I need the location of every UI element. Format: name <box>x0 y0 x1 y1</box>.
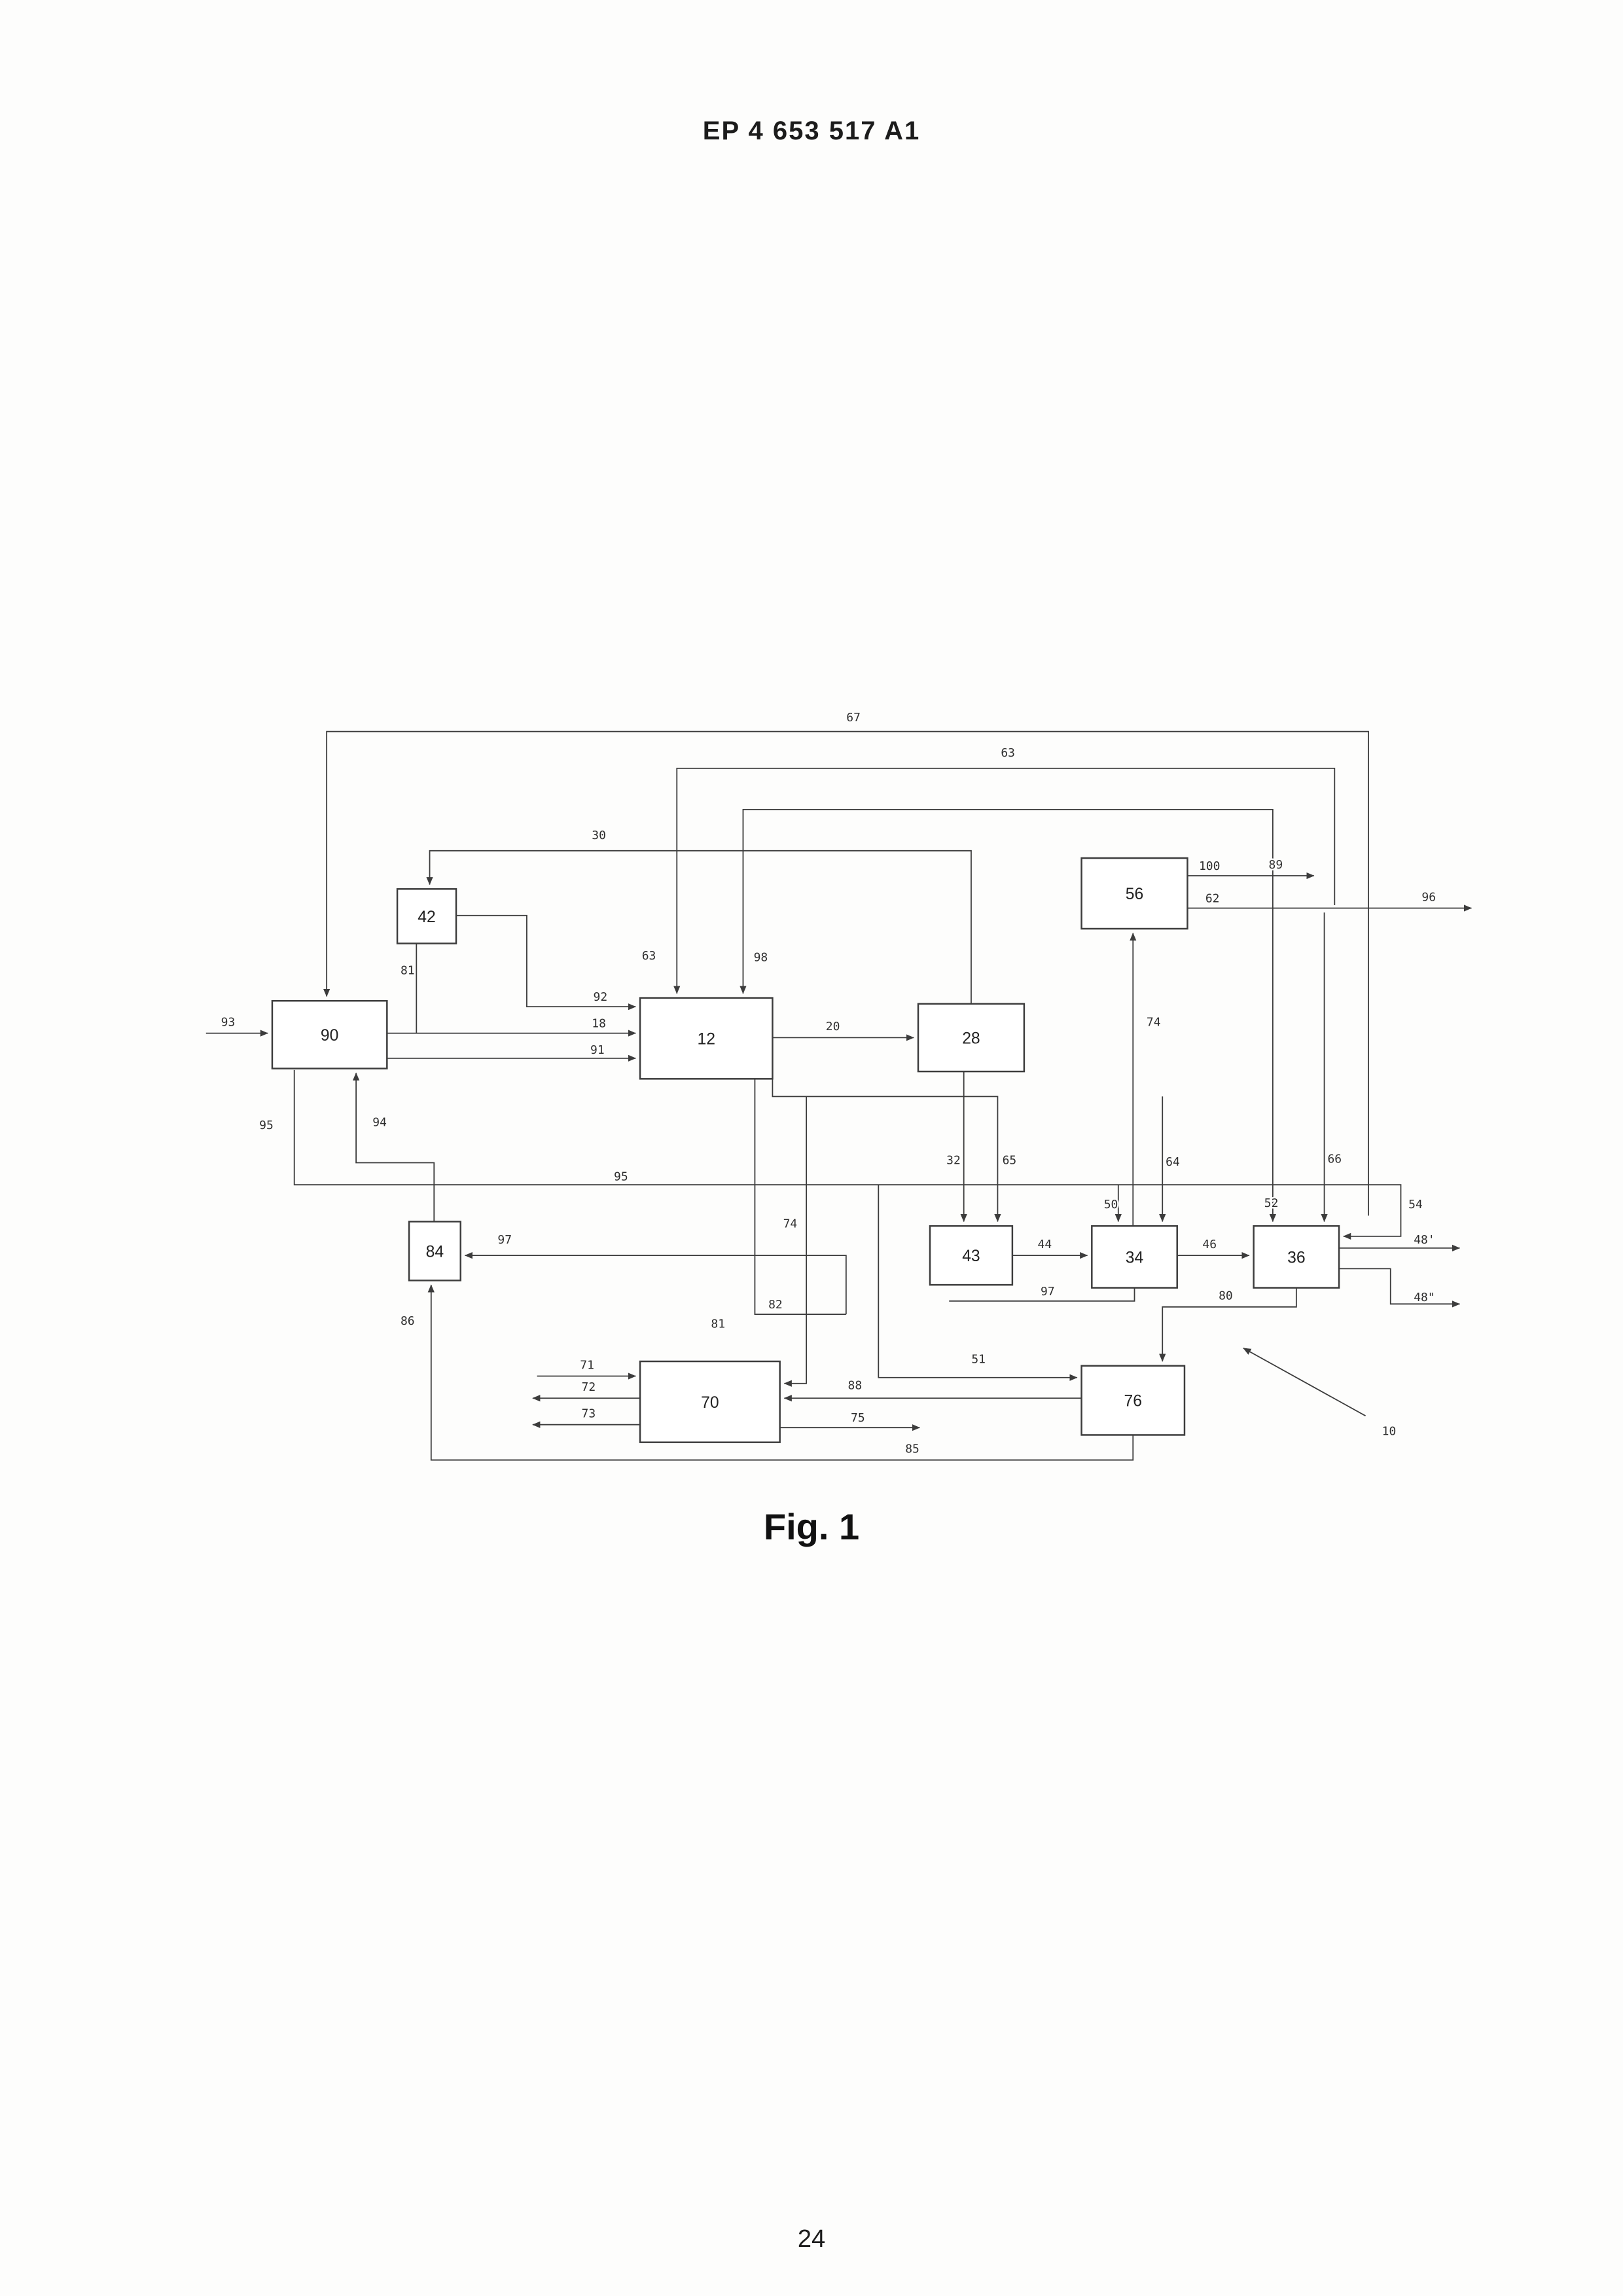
edge-label-97: 97 <box>497 1233 512 1247</box>
edge-30 <box>426 850 972 1004</box>
diagram-edge-labels: 67 63 30 100 89 96 62 81 63 98 92 18 91 93 20 74 95 94 95 3… <box>219 709 1437 1457</box>
edge-65 <box>772 1079 1001 1223</box>
edge-label-65: 65 <box>1003 1154 1017 1168</box>
page-number: 24 <box>797 2225 826 2253</box>
edge-label-62: 62 <box>1205 892 1220 906</box>
diagram-box-label-36: 36 <box>1287 1249 1305 1266</box>
edge-label-95: 95 <box>614 1170 628 1183</box>
edge-label-97: 97 <box>1041 1285 1055 1299</box>
edge-label-46: 46 <box>1202 1238 1217 1251</box>
edge-label-85: 85 <box>905 1442 919 1456</box>
edge-92 <box>456 914 636 1011</box>
edge-label-81: 81 <box>401 964 415 978</box>
edge-label-80: 80 <box>1219 1289 1233 1303</box>
edge-95-54 <box>293 1069 1402 1240</box>
edge-82 <box>754 1079 846 1315</box>
edge-label-30: 30 <box>592 829 606 842</box>
edge-63 <box>673 768 1336 994</box>
edge-label-63: 63 <box>642 949 656 963</box>
edge-label-51: 51 <box>971 1352 986 1366</box>
diagram-box-42 <box>396 888 457 944</box>
diagram-box-84 <box>408 1221 461 1282</box>
edge-label-63: 63 <box>1001 746 1015 760</box>
edge-label-93: 93 <box>221 1015 236 1029</box>
diagram-box-label-76: 76 <box>1124 1393 1143 1410</box>
edge-label-81: 81 <box>711 1317 725 1331</box>
edge-label-20: 20 <box>826 1020 840 1033</box>
edge-label-67: 67 <box>846 711 861 725</box>
diagram-box-label-84: 84 <box>426 1243 444 1261</box>
diagram-box-90 <box>271 999 388 1069</box>
edge-label-72: 72 <box>582 1380 596 1394</box>
diagram-box-label-43: 43 <box>962 1247 980 1265</box>
edge-label-71: 71 <box>580 1358 594 1372</box>
edge-label-82: 82 <box>768 1298 783 1312</box>
edge-label-74: 74 <box>1147 1015 1161 1029</box>
edge-label-86: 86 <box>401 1314 415 1328</box>
edge-74-mid <box>783 1096 808 1387</box>
diagram-box-56 <box>1080 857 1188 930</box>
edge-label-10: 10 <box>1382 1424 1397 1438</box>
edge-10 <box>1243 1347 1366 1416</box>
edge-label-44: 44 <box>1038 1238 1052 1251</box>
diagram-box-label-34: 34 <box>1126 1249 1144 1266</box>
diagram-box-12 <box>639 997 774 1080</box>
edge-label-50: 50 <box>1104 1198 1118 1211</box>
diagram-box-label-56: 56 <box>1126 886 1144 903</box>
edge-97-84 <box>464 1252 847 1315</box>
edge-label-32: 32 <box>946 1154 961 1168</box>
edge-label-89: 89 <box>1269 858 1283 872</box>
diagram-box-70 <box>639 1360 781 1443</box>
edge-label-54: 54 <box>1408 1198 1423 1211</box>
diagram-box-label-28: 28 <box>962 1030 980 1047</box>
patent-number-header: EP 4 653 517 A1 <box>702 117 921 145</box>
edge-label-48": 48" <box>1414 1291 1435 1304</box>
edge-85-86 <box>427 1284 1134 1461</box>
edge-51 <box>878 1185 1078 1381</box>
diagram-box-label-70: 70 <box>701 1394 719 1412</box>
diagram-box-label-42: 42 <box>418 908 435 926</box>
edge-label-91: 91 <box>590 1043 605 1057</box>
edge-label-100: 100 <box>1199 859 1220 873</box>
edge-80 <box>1159 1287 1297 1362</box>
edge-94 <box>352 1072 435 1222</box>
diagram-box-label-12: 12 <box>697 1030 715 1048</box>
edge-98-52 <box>740 808 1277 1223</box>
edge-67 <box>323 730 1369 1216</box>
diagram-box-label-90: 90 <box>321 1027 339 1045</box>
edge-label-94: 94 <box>372 1115 387 1129</box>
edge-label-18: 18 <box>592 1017 606 1031</box>
edge-label-48': 48' <box>1414 1233 1435 1247</box>
diagram-box-43 <box>929 1225 1014 1286</box>
edge-label-88: 88 <box>848 1379 863 1393</box>
edge-label-95: 95 <box>259 1119 274 1132</box>
edge-48pp <box>1339 1268 1461 1308</box>
diagram-box-34 <box>1091 1225 1178 1289</box>
edge-label-66: 66 <box>1327 1152 1342 1166</box>
edge-label-74: 74 <box>783 1217 798 1230</box>
diagram-lines <box>205 730 1472 1461</box>
figure-caption: Fig. 1 <box>763 1506 860 1547</box>
diagram-box-36 <box>1253 1225 1340 1289</box>
edge-label-64: 64 <box>1166 1155 1180 1169</box>
edge-label-98: 98 <box>754 950 768 964</box>
diagram-box-76 <box>1080 1365 1186 1436</box>
edge-label-96: 96 <box>1421 890 1436 904</box>
edge-label-92: 92 <box>594 990 608 1004</box>
diagram-boxes: 90 42 12 28 56 43 34 36 84 70 76 <box>271 857 1340 1443</box>
edge-label-52: 52 <box>1264 1196 1279 1210</box>
edge-label-73: 73 <box>582 1407 596 1420</box>
edge-97b <box>949 1287 1135 1302</box>
diagram-box-28 <box>917 1003 1026 1073</box>
edge-label-75: 75 <box>851 1411 865 1425</box>
